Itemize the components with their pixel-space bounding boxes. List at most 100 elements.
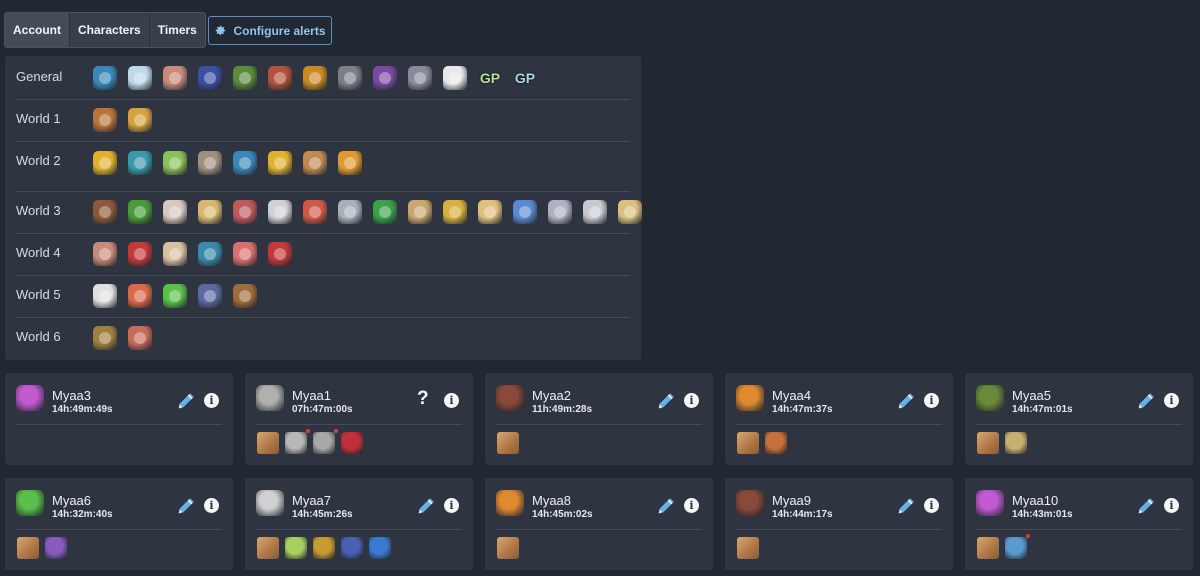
box-icon[interactable] bbox=[497, 537, 519, 559]
tab-characters[interactable]: Characters bbox=[70, 13, 150, 47]
character-items bbox=[257, 429, 363, 454]
squirrel-icon[interactable] bbox=[128, 284, 152, 308]
gp-icon[interactable]: GP bbox=[479, 70, 501, 86]
golden-pig-icon[interactable] bbox=[303, 66, 327, 90]
triangle-spike-icon[interactable] bbox=[443, 66, 467, 90]
edit-icon[interactable] bbox=[415, 495, 437, 517]
bird-icon[interactable] bbox=[198, 151, 222, 175]
cloud-hook-icon[interactable] bbox=[583, 200, 607, 224]
info-icon[interactable]: i bbox=[684, 498, 699, 513]
spear-icon[interactable] bbox=[1005, 534, 1030, 559]
info-icon[interactable]: i bbox=[444, 498, 459, 513]
snowflake-icon[interactable] bbox=[93, 66, 117, 90]
edit-icon[interactable] bbox=[895, 495, 917, 517]
character-items bbox=[977, 432, 1027, 454]
plant-pot-icon[interactable] bbox=[128, 326, 152, 350]
box-icon[interactable] bbox=[737, 432, 759, 454]
skull-card-icon[interactable] bbox=[45, 537, 67, 559]
box-icon[interactable] bbox=[977, 537, 999, 559]
emerald-icon[interactable] bbox=[373, 200, 397, 224]
compass-icon[interactable] bbox=[338, 151, 362, 175]
skull-mask-icon[interactable] bbox=[338, 66, 362, 90]
cloud-key-icon[interactable] bbox=[198, 200, 222, 224]
blue-gem-icon[interactable] bbox=[369, 537, 391, 559]
box-icon[interactable] bbox=[977, 432, 999, 454]
info-icon[interactable]: i bbox=[204, 393, 219, 408]
edit-icon[interactable] bbox=[1135, 390, 1157, 412]
info-icon[interactable]: i bbox=[924, 393, 939, 408]
info-icon[interactable]: i bbox=[1164, 498, 1179, 513]
box-icon[interactable] bbox=[497, 432, 519, 454]
tab-timers[interactable]: Timers bbox=[157, 23, 197, 37]
red-warrior-icon[interactable] bbox=[128, 242, 152, 266]
gear-spin-icon[interactable] bbox=[285, 429, 310, 454]
warrior-icon[interactable] bbox=[268, 66, 292, 90]
tree-monster-icon[interactable] bbox=[233, 66, 257, 90]
sun-cloud-icon[interactable] bbox=[128, 108, 152, 132]
edit-icon[interactable] bbox=[1135, 495, 1157, 517]
shark-fin-icon[interactable] bbox=[408, 66, 432, 90]
green-figure-icon[interactable] bbox=[163, 284, 187, 308]
meat-icon[interactable] bbox=[765, 432, 787, 454]
question-icon[interactable]: ? bbox=[417, 388, 429, 409]
gear-spin-icon[interactable] bbox=[313, 429, 338, 454]
cake-icon[interactable] bbox=[478, 200, 502, 224]
scroll-icon[interactable] bbox=[408, 200, 432, 224]
box-icon[interactable] bbox=[17, 537, 39, 559]
info-icon[interactable]: i bbox=[1164, 393, 1179, 408]
bottle-icon[interactable] bbox=[163, 151, 187, 175]
cloud-pile-icon[interactable] bbox=[163, 200, 187, 224]
heart-card-icon[interactable] bbox=[341, 432, 363, 454]
info-icon[interactable]: i bbox=[924, 498, 939, 513]
purple-demon-icon[interactable] bbox=[373, 66, 397, 90]
crate-icon[interactable] bbox=[303, 151, 327, 175]
red-potion-icon[interactable] bbox=[268, 242, 292, 266]
cloud-bee-icon[interactable] bbox=[443, 200, 467, 224]
cloud-gray-icon[interactable] bbox=[338, 200, 362, 224]
shell-icon[interactable] bbox=[163, 66, 187, 90]
info-icon[interactable]: i bbox=[444, 393, 459, 408]
info-icon[interactable]: i bbox=[204, 498, 219, 513]
info-icon[interactable]: i bbox=[684, 393, 699, 408]
cannon-icon[interactable] bbox=[198, 66, 222, 90]
eye-orb-icon[interactable] bbox=[128, 151, 152, 175]
pine-tree-icon[interactable] bbox=[128, 200, 152, 224]
anvil-icon[interactable] bbox=[233, 284, 257, 308]
cloud-blue-icon[interactable] bbox=[513, 200, 537, 224]
cloud-sword-icon[interactable] bbox=[548, 200, 572, 224]
tab-account[interactable]: Account bbox=[5, 13, 70, 47]
edit-icon[interactable] bbox=[175, 495, 197, 517]
ham-icon[interactable] bbox=[93, 242, 117, 266]
cabinet-icon[interactable] bbox=[93, 200, 117, 224]
yeti-icon[interactable] bbox=[128, 66, 152, 90]
snail-icon[interactable] bbox=[93, 326, 117, 350]
gold-card-icon[interactable] bbox=[313, 537, 335, 559]
edit-icon[interactable] bbox=[655, 390, 677, 412]
snowflake-icon[interactable] bbox=[233, 151, 257, 175]
knight-icon[interactable] bbox=[198, 284, 222, 308]
pillar-icon[interactable] bbox=[1005, 432, 1027, 454]
box-icon[interactable] bbox=[737, 537, 759, 559]
golden-fish-icon[interactable] bbox=[93, 151, 117, 175]
cube-icon[interactable] bbox=[93, 284, 117, 308]
box-icon[interactable] bbox=[257, 537, 279, 559]
cloud-needle-icon[interactable] bbox=[268, 200, 292, 224]
bone-icon[interactable] bbox=[285, 537, 307, 559]
cloud-red-icon[interactable] bbox=[233, 200, 257, 224]
edit-icon[interactable] bbox=[175, 390, 197, 412]
egg-icon[interactable] bbox=[163, 242, 187, 266]
frying-pan-icon[interactable] bbox=[93, 108, 117, 132]
edit-icon[interactable] bbox=[655, 495, 677, 517]
configure-alerts-button[interactable]: Configure alerts bbox=[208, 16, 332, 45]
crystal-card-icon[interactable] bbox=[341, 537, 363, 559]
edit-icon[interactable] bbox=[895, 390, 917, 412]
trophy-icon[interactable] bbox=[268, 151, 292, 175]
cloud-heart-icon[interactable] bbox=[303, 200, 327, 224]
blue-creature-icon[interactable] bbox=[198, 242, 222, 266]
gp-icon[interactable]: GP bbox=[514, 70, 536, 86]
cloud-wand-icon[interactable] bbox=[618, 200, 642, 224]
whale-icon[interactable] bbox=[233, 242, 257, 266]
box-icon[interactable] bbox=[257, 432, 279, 454]
